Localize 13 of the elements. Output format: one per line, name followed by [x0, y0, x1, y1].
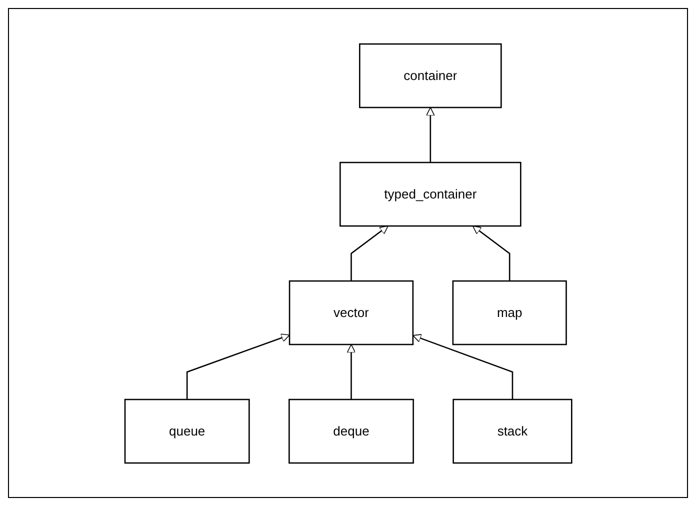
- node-box: map: [452, 280, 567, 345]
- arrow: [346, 344, 356, 399]
- arrow: [472, 225, 510, 280]
- node-box: typed_container: [339, 161, 521, 226]
- arrow: [350, 225, 388, 280]
- arrow: [426, 106, 434, 162]
- arrow: [186, 333, 290, 399]
- node-box: deque: [288, 398, 414, 464]
- node-box: container: [358, 42, 502, 108]
- node-box: stack: [452, 398, 572, 464]
- node-box: queue: [124, 398, 250, 464]
- node-box: vector: [288, 280, 414, 345]
- arrow: [412, 334, 513, 399]
